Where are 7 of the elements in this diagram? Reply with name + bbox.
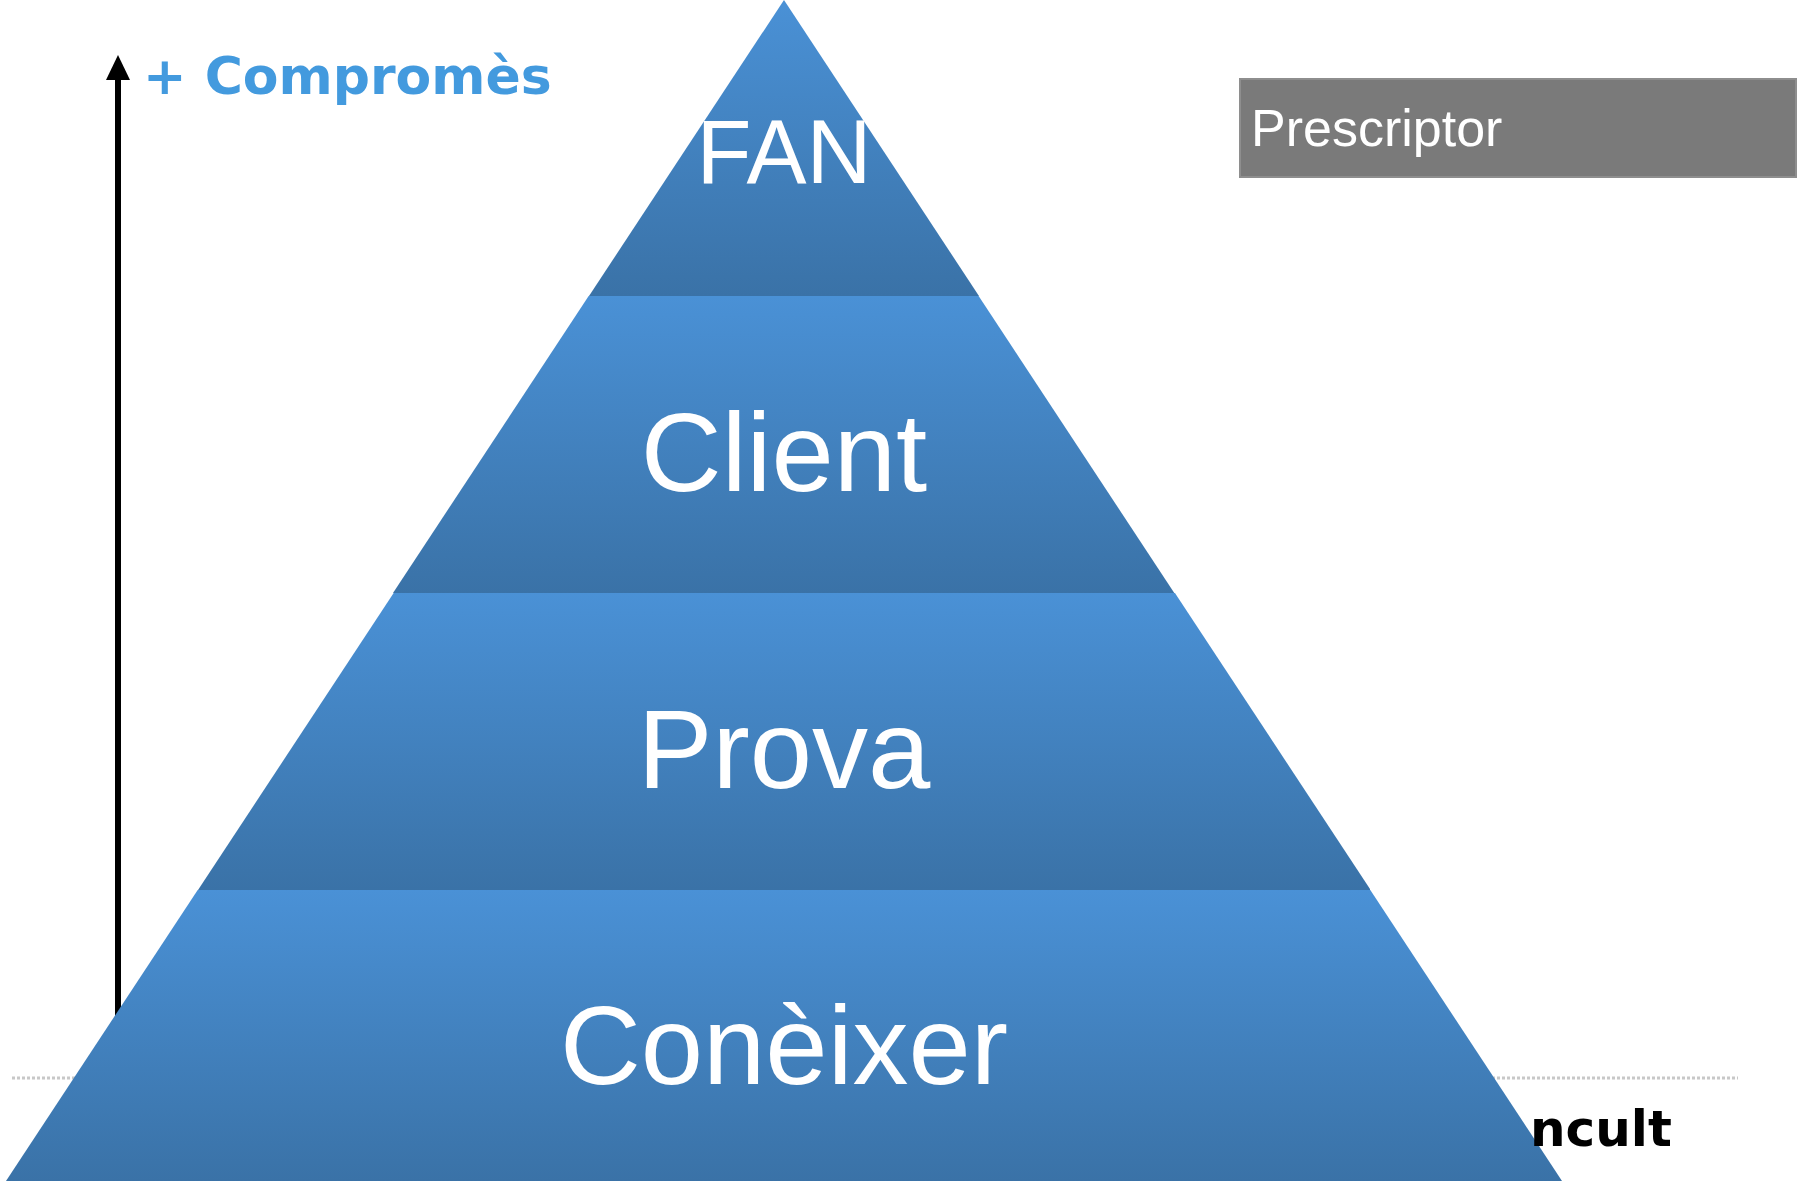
tier-label: Client (639, 388, 929, 517)
axis-label: ncult (1530, 1100, 1672, 1158)
tier-label: Conèixer (558, 981, 1010, 1110)
tier-label: FAN (695, 101, 873, 204)
role-box: Prescriptor (1239, 78, 1797, 178)
tier-label: Prova (636, 685, 932, 814)
axis-label: + Compromès (143, 46, 552, 106)
